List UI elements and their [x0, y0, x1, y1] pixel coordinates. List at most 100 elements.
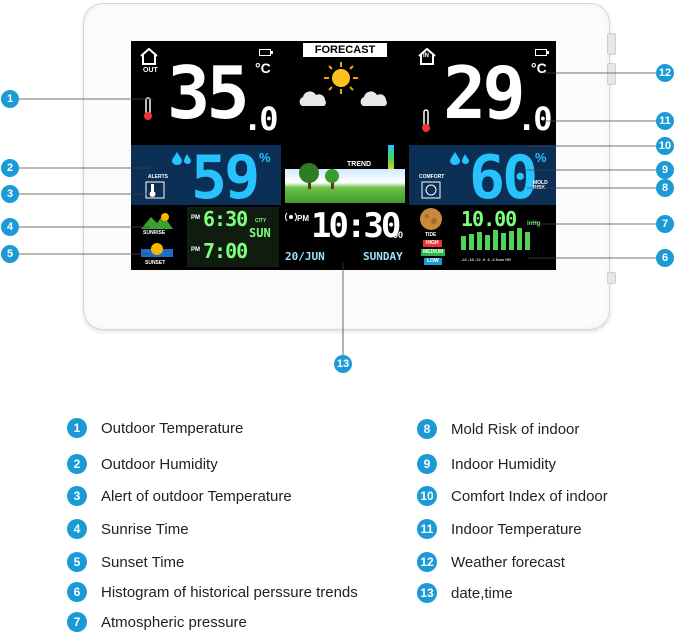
legend-text: Indoor Humidity: [451, 456, 557, 473]
clock-ampm: PM: [297, 214, 309, 223]
outdoor-temperature-panel: OUT 35 .0 °C: [131, 41, 281, 145]
comfort-label: COMFORT: [419, 174, 445, 180]
trend-indicator: [388, 145, 394, 173]
clock-seconds: 00: [393, 230, 404, 240]
legend-text: Mold Risk of indoor: [451, 421, 580, 438]
outdoor-temp-value: 35: [167, 51, 250, 135]
legend-text: Outdoor Temperature: [101, 420, 244, 437]
forecast-panel: FORECAST TREND: [281, 41, 409, 205]
radio-signal-icon: [285, 212, 297, 222]
legend-text: date,time: [451, 585, 513, 602]
outdoor-temp-decimal: .0: [243, 100, 278, 138]
callout-marker: 6: [656, 249, 674, 267]
indoor-temp-decimal: .0: [517, 100, 552, 138]
legend-text: Outdoor Humidity: [101, 456, 218, 473]
indoor-house-icon: [418, 47, 436, 65]
legend-number: 4: [67, 519, 87, 539]
legend-number: 7: [67, 612, 87, 632]
legend-number: 6: [67, 582, 87, 602]
outdoor-humidity-panel: ALERTS 59 %: [131, 145, 281, 205]
outdoor-humidity-unit: %: [259, 150, 271, 165]
sunset-icon: [141, 243, 173, 257]
histogram-bar: [461, 236, 466, 250]
legend-text: Weather forecast: [451, 554, 565, 571]
sunset-label: SUNSET: [145, 260, 166, 266]
callout-marker: 2: [1, 159, 19, 177]
legend-number: 2: [67, 454, 87, 474]
pressure-value: 10.00: [461, 207, 517, 231]
callout-marker: 1: [1, 90, 19, 108]
indoor-humidity-unit: %: [535, 150, 547, 165]
lcd-screen: OUT 35 .0 °C ALERTS 59 % FORECAST: [131, 41, 556, 270]
pressure-panel: 10.00 inHg -24 -18 -12 -9 -6 -3 Now HR: [457, 205, 556, 270]
side-button: [607, 272, 616, 284]
sunrise-ampm: PM: [191, 215, 200, 221]
histogram-axis: -24 -18 -12 -9 -6 -3 Now HR: [461, 257, 512, 262]
side-button: [607, 63, 616, 85]
sun-icon: [324, 62, 358, 94]
comfort-face-icon: [421, 181, 441, 199]
callout-marker: 8: [656, 179, 674, 197]
legend-number: 5: [67, 552, 87, 572]
legend-number: 1: [67, 418, 87, 438]
sunset-ampm: PM: [191, 247, 200, 253]
callout-marker: 9: [656, 161, 674, 179]
legend-number: 13: [417, 583, 437, 603]
histogram-bar: [485, 235, 490, 250]
outdoor-label: OUT: [143, 67, 158, 74]
humidity-drops-icon: [450, 152, 469, 165]
callout-marker: 7: [656, 215, 674, 233]
legend-number: 12: [417, 552, 437, 572]
legend-number: 3: [67, 486, 87, 506]
legend-number: 8: [417, 419, 437, 439]
battery-icon: [259, 49, 273, 56]
legend-number: 10: [417, 486, 437, 506]
tree-icon: [299, 163, 339, 189]
legend-text: Sunrise Time: [101, 521, 189, 538]
callout-marker: 10: [656, 137, 674, 155]
moon-icon: [420, 208, 442, 230]
sunset-time: 7:00: [203, 239, 248, 263]
histogram-bar: [509, 231, 514, 250]
date-value: 20/JUN: [285, 250, 325, 263]
outdoor-house-icon: [140, 47, 158, 65]
indoor-humidity-value: 60: [469, 145, 538, 205]
tide-label: TIDE: [425, 232, 437, 238]
callout-marker: 4: [1, 218, 19, 236]
callout-marker: 11: [656, 112, 674, 130]
legend-text: Atmospheric pressure: [101, 614, 247, 631]
indoor-label: IN: [423, 53, 429, 59]
legend-text: Indoor Temperature: [451, 521, 582, 538]
histogram-bar: [501, 233, 506, 250]
sunrise-label: SUNRISE: [143, 230, 166, 236]
thermometer-icon: [144, 97, 152, 120]
cloud-icon: [299, 91, 326, 106]
callout-marker: 3: [1, 185, 19, 203]
clock-time: 10:30: [311, 206, 401, 246]
tide-high: HIGH: [423, 240, 442, 247]
outdoor-temp-unit: °C: [255, 60, 271, 76]
histogram-bar: [517, 228, 522, 250]
indoor-humidity-panel: COMFORT 60 % MOLD RISK: [409, 145, 556, 205]
legend-text: Alert of outdoor Temperature: [101, 488, 292, 505]
side-button: [607, 33, 616, 55]
forecast-title: FORECAST: [303, 43, 387, 57]
city-value: SUN: [249, 226, 271, 240]
cloud-icon: [360, 91, 387, 106]
indoor-temp-unit: °C: [531, 60, 547, 76]
alerts-label: ALERTS: [148, 174, 168, 180]
tide-low: LOW: [424, 258, 442, 265]
pressure-unit: inHg: [527, 221, 541, 227]
battery-icon: [535, 49, 549, 56]
legend-text: Comfort Index of indoor: [451, 488, 608, 505]
legend-text: Sunset Time: [101, 554, 185, 571]
histogram-bar: [469, 234, 474, 250]
callout-marker: 12: [656, 64, 674, 82]
indoor-temp-value: 29: [443, 51, 526, 135]
trend-label: TREND: [347, 161, 372, 168]
alert-thermometer-icon: [145, 181, 165, 199]
histogram-bar: [477, 232, 482, 250]
histogram-bar: [525, 232, 530, 250]
callout-marker: 5: [1, 245, 19, 263]
clock-panel: PM 10:30 00 20/JUN SUNDAY: [281, 205, 409, 270]
